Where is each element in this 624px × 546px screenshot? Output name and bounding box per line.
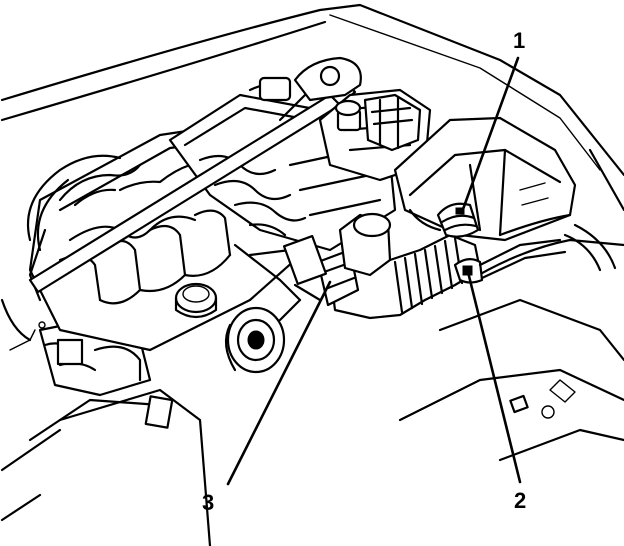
callout-3: 3 (202, 490, 214, 515)
air-cleaner-box (393, 116, 577, 242)
callout-2: 2 (514, 488, 526, 513)
reservoir-fusebox (318, 88, 432, 182)
callout-1: 1 (513, 28, 525, 53)
oil-filler-cap (174, 282, 218, 319)
crank-pulley (224, 298, 302, 374)
left-components (0, 318, 212, 546)
hoses (26, 154, 572, 252)
clamp-air-cleaner (436, 202, 480, 238)
hood-outline (0, 3, 624, 342)
throttle-body-clamp (282, 212, 392, 307)
callout-leaders (226, 56, 522, 486)
leader-1 (460, 56, 520, 214)
leader-2 (466, 270, 522, 484)
leader-3 (226, 280, 332, 486)
